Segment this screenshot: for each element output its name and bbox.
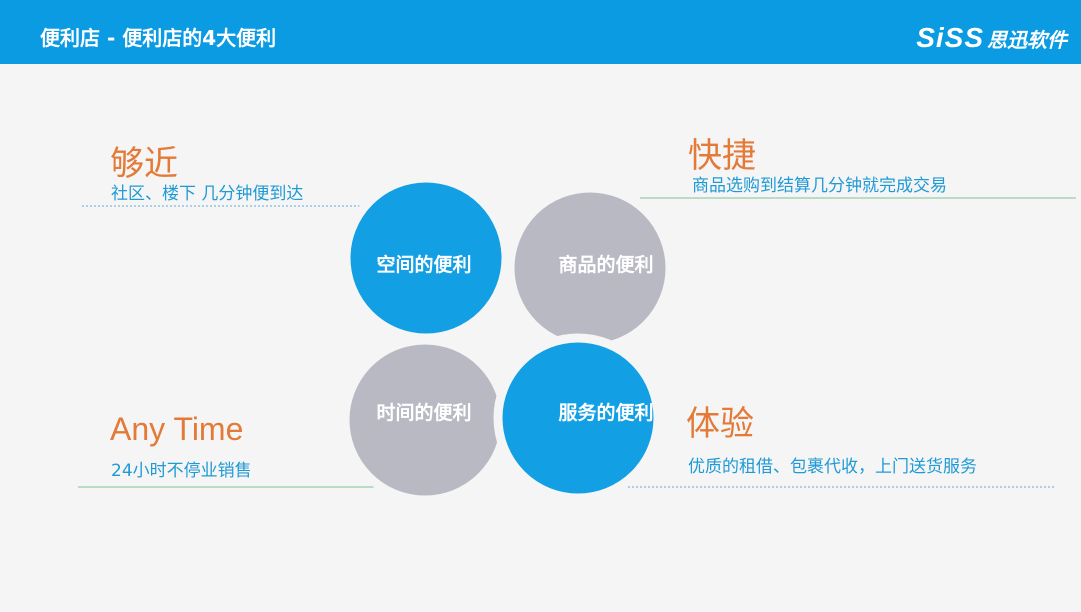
logo-mark: SiSS (916, 22, 984, 53)
callout-heading-fast: 快捷 (688, 136, 756, 176)
circle-label-goods: 商品的便利 (558, 253, 653, 276)
callout-heading-experience: 体验 (686, 404, 754, 444)
callout-desc-anytime: 24小时不停业销售 (111, 461, 252, 481)
page-title: 便利店 - 便利店的4大便利 (40, 26, 277, 50)
callout-desc-fast: 商品选购到结算几分钟就完成交易 (692, 176, 947, 196)
circle-label-service: 服务的便利 (558, 401, 653, 424)
callout-heading-near: 够近 (110, 144, 178, 184)
logo-text: 思迅软件 (987, 28, 1067, 52)
circle-label-time: 时间的便利 (376, 401, 471, 424)
callout-desc-near: 社区、楼下 几分钟便到达 (111, 184, 304, 204)
circle-service (493, 333, 663, 503)
callout-heading-anytime: Any Time (110, 411, 244, 447)
callout-desc-experience: 优质的租借、包裹代收，上门送货服务 (688, 457, 977, 477)
circle-space (341, 173, 511, 343)
circle-label-space: 空间的便利 (376, 253, 471, 276)
